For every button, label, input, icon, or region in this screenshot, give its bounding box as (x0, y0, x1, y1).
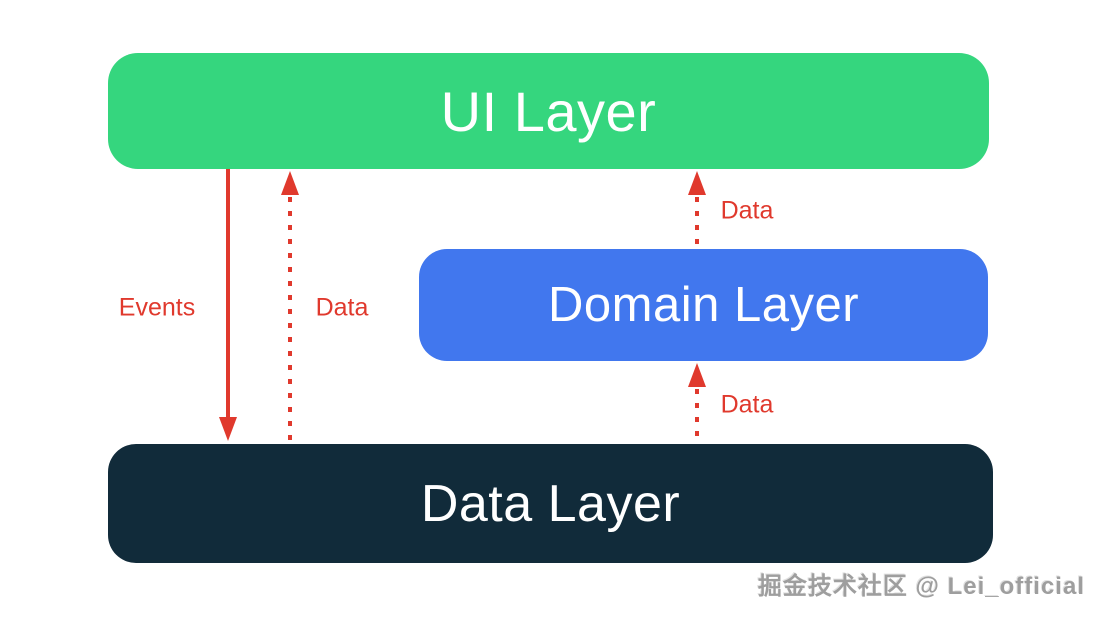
events-arrow-ui-to-data (219, 169, 237, 441)
ui-layer-box: UI Layer (108, 53, 989, 169)
domain-layer-label: Domain Layer (547, 278, 860, 332)
data-arrow-label-lower-right: Data (720, 390, 774, 419)
data-layer-box: Data Layer (108, 444, 993, 563)
arrow-line (288, 197, 292, 441)
arrow-head-down-icon (219, 417, 237, 441)
arrow-head-up-icon (281, 171, 299, 195)
data-arrow-label-upper-right: Data (720, 196, 774, 225)
watermark: 掘金技术社区 @ Lei_official (757, 573, 1085, 600)
data-layer-label: Data Layer (420, 474, 681, 533)
data-arrow-data-to-domain (688, 363, 706, 442)
data-arrow-domain-to-ui (688, 171, 706, 250)
ui-layer-label: UI Layer (440, 79, 657, 143)
arrow-line (695, 197, 699, 250)
domain-layer-box: Domain Layer (419, 249, 988, 361)
arrow-line (226, 169, 230, 417)
arrow-head-up-icon (688, 363, 706, 387)
events-arrow-label: Events (118, 293, 196, 322)
data-arrow-label-left: Data (315, 293, 369, 322)
arrow-line (695, 389, 699, 442)
arrow-head-up-icon (688, 171, 706, 195)
data-arrow-data-to-ui (281, 171, 299, 441)
